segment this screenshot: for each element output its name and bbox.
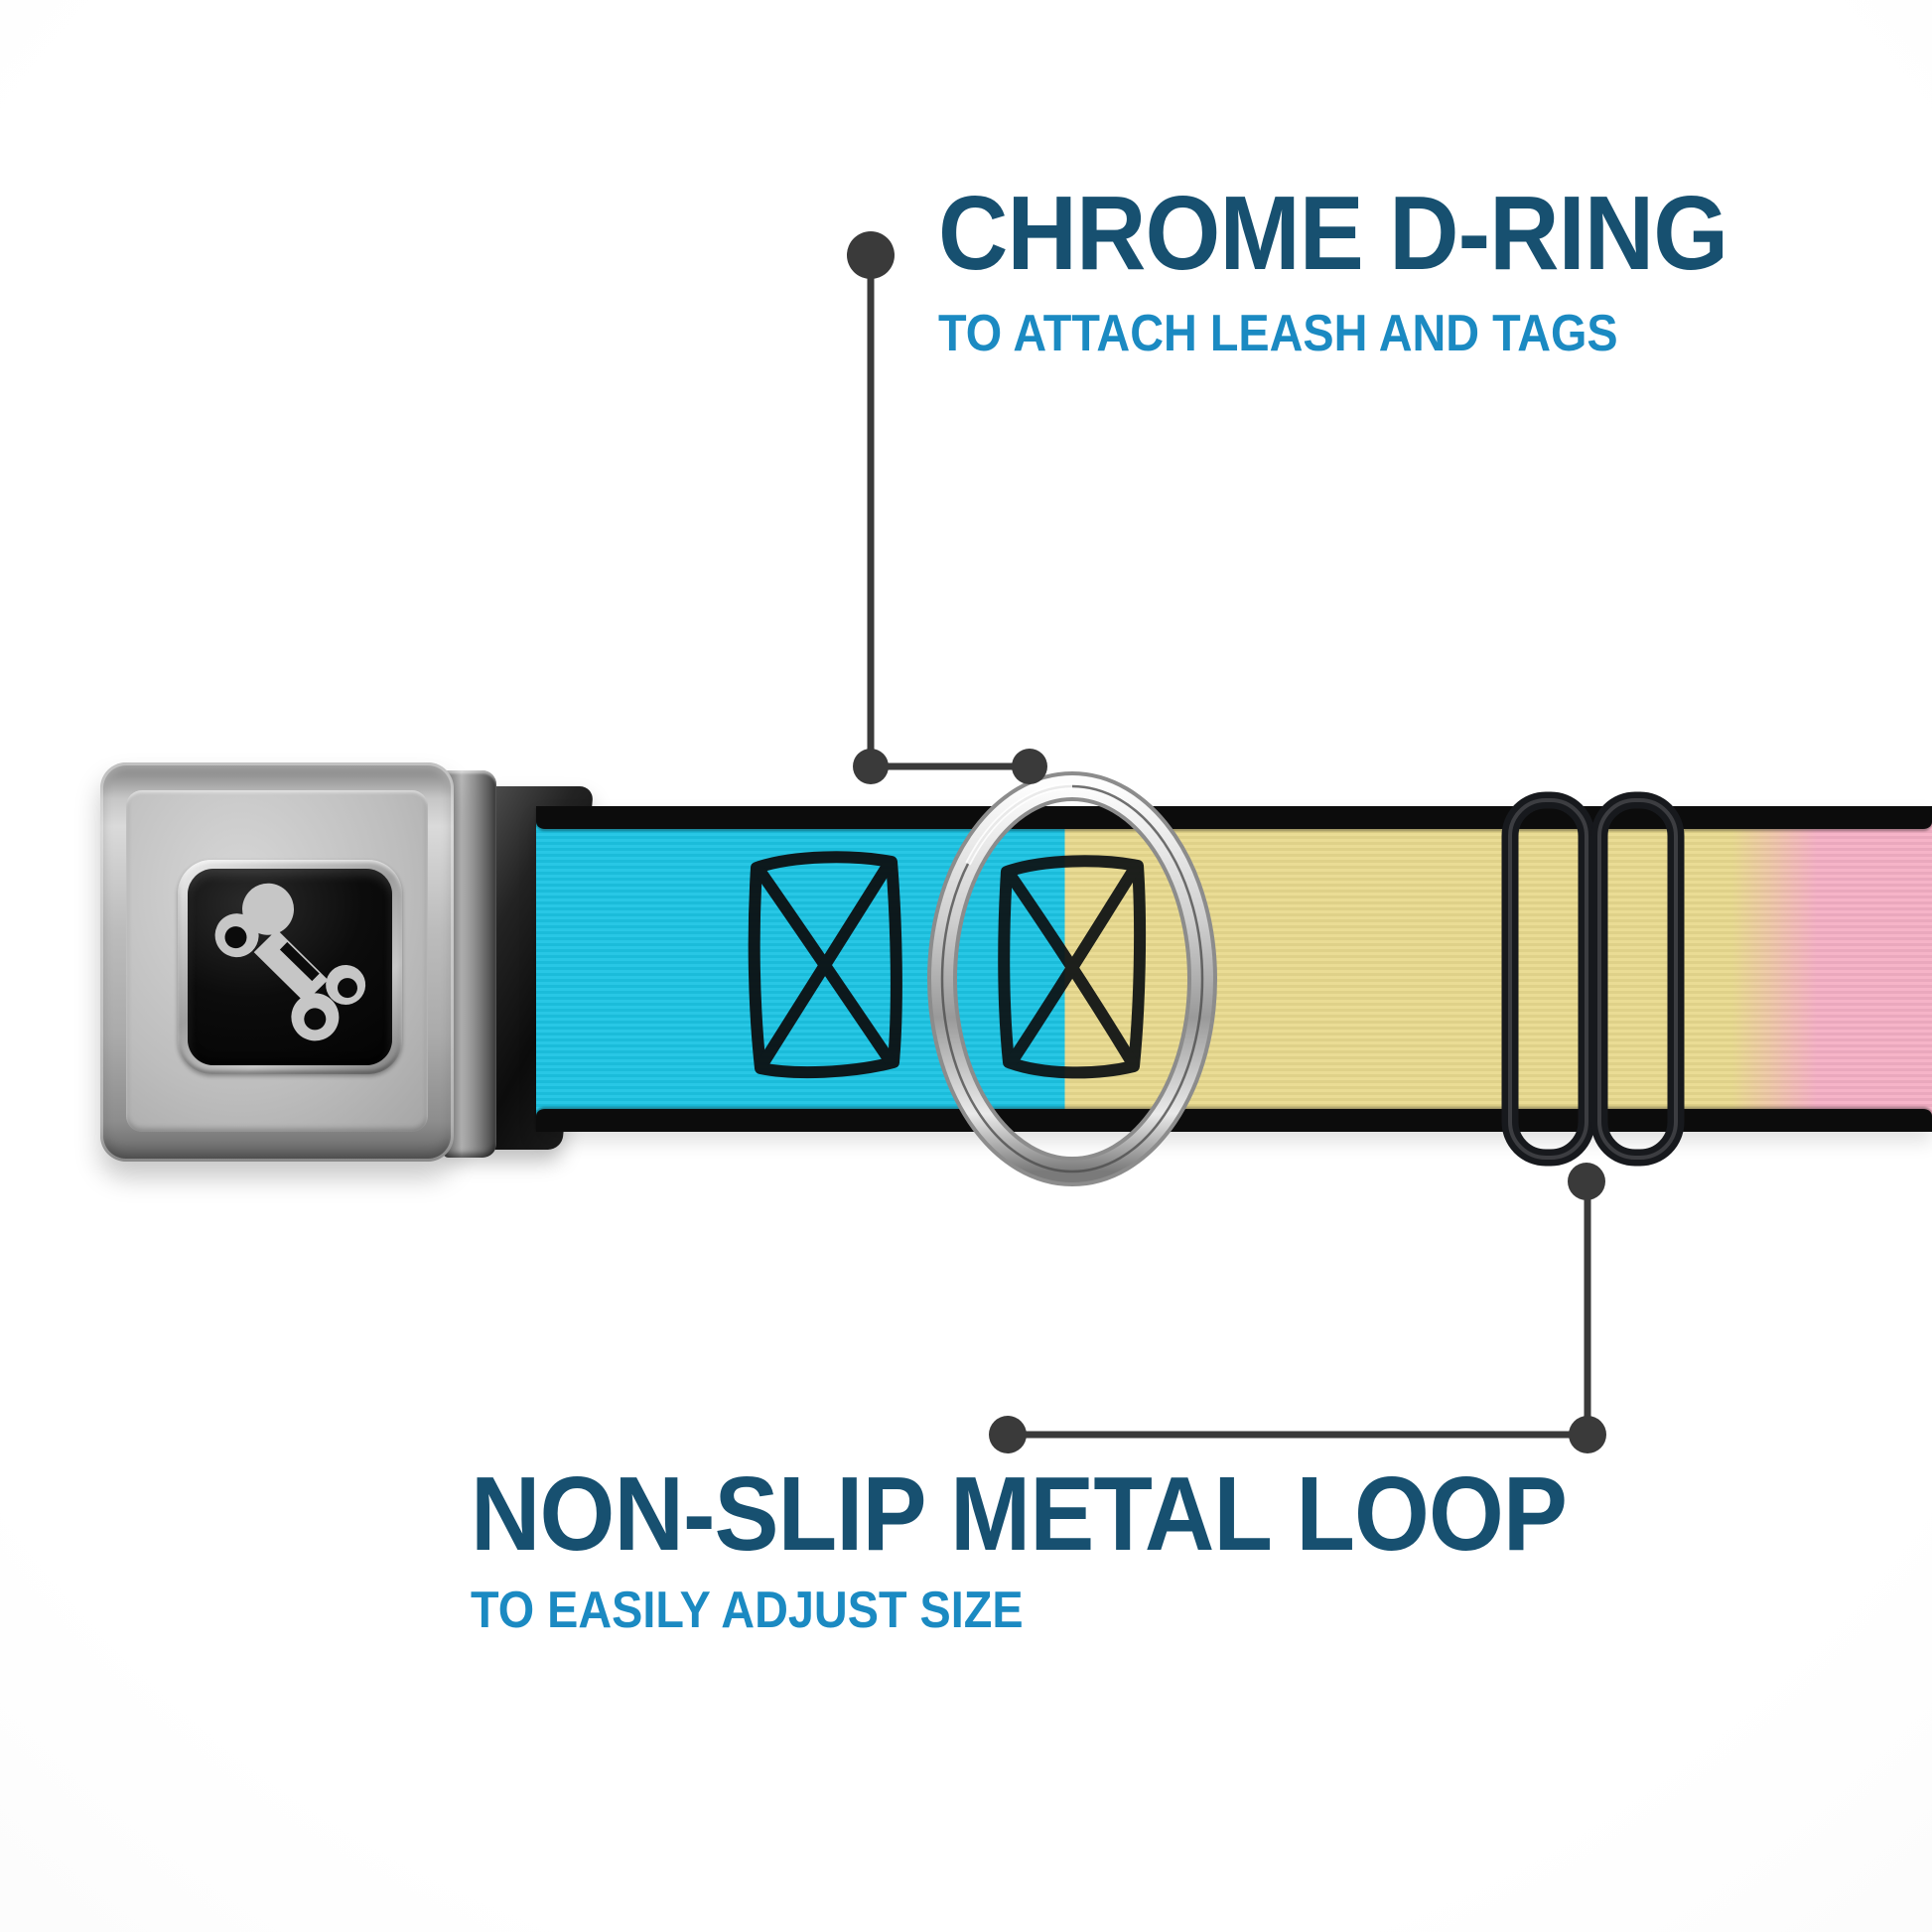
callout-dot xyxy=(853,749,889,784)
strap-ribbing-texture xyxy=(536,806,1932,1132)
strap-top-trim xyxy=(536,806,1932,829)
callout-dot xyxy=(1012,749,1047,784)
strap-bottom-trim xyxy=(536,1109,1932,1132)
buckle-emblem-square xyxy=(188,869,392,1065)
callout-dot xyxy=(989,1416,1027,1453)
buckle-emblem-bezel xyxy=(178,860,402,1074)
bottom-annotation: NON-SLIP METAL LOOP TO EASILY ADJUST SIZ… xyxy=(471,1461,1662,1636)
bottom-callout xyxy=(989,1163,1606,1453)
callout-dot xyxy=(1569,1416,1606,1453)
bottom-annotation-title: NON-SLIP METAL LOOP xyxy=(471,1455,1568,1573)
dog-bone-icon xyxy=(214,883,366,1041)
seatbelt-buckle xyxy=(100,762,454,1162)
callout-dot xyxy=(847,231,895,279)
callout-dot xyxy=(1568,1163,1605,1200)
top-annotation: CHROME D-RING TO ATTACH LEASH AND TAGS xyxy=(938,181,1796,359)
collar-strap xyxy=(536,806,1932,1132)
bottom-annotation-subtitle: TO EASILY ADJUST SIZE xyxy=(471,1582,1024,1639)
top-annotation-subtitle: TO ATTACH LEASH AND TAGS xyxy=(938,305,1618,362)
top-annotation-title: CHROME D-RING xyxy=(938,175,1728,292)
